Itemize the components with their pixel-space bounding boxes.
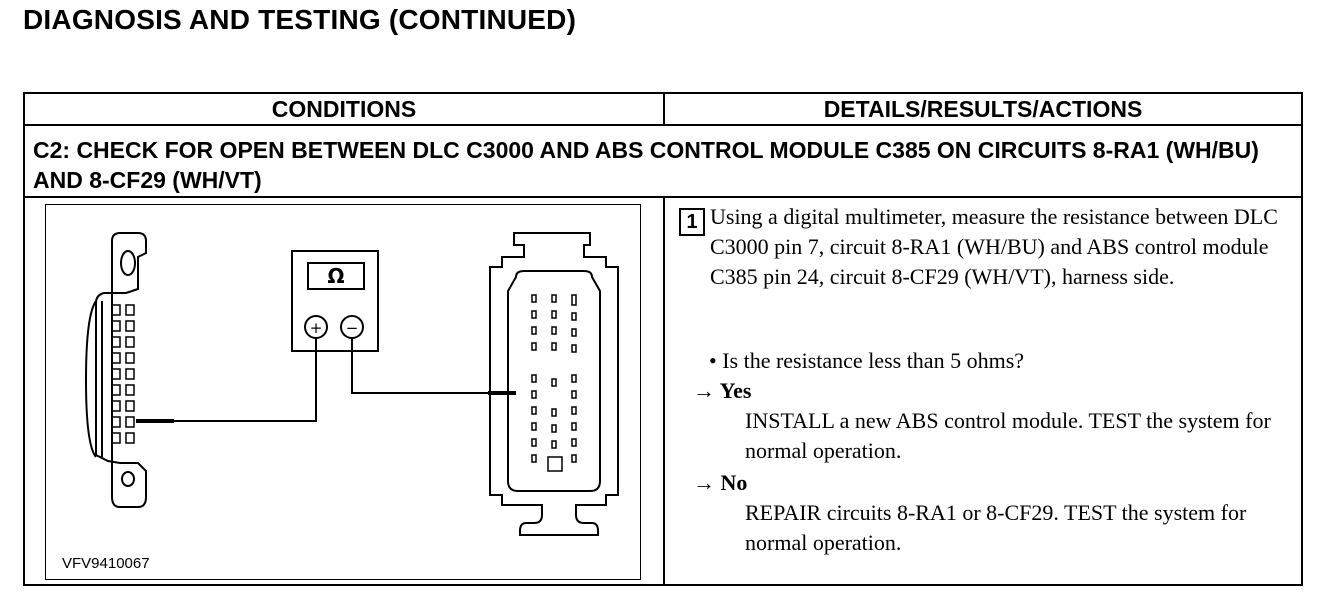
table-header-row: CONDITIONS DETAILS/RESULTS/ACTIONS [25,94,1301,126]
conditions-cell: Ω + − VFV9410067 [25,198,665,584]
dlc-connector-drawing [84,232,147,508]
diagnostic-table: CONDITIONS DETAILS/RESULTS/ACTIONS C2: C… [23,92,1303,586]
meter-plus-label: + [310,319,323,337]
meter-minus-label: − [346,319,359,337]
step-heading: C2: CHECK FOR OPEN BETWEEN DLC C3000 AND… [25,126,1301,198]
dlc-pins [111,304,135,444]
details-cell: 1 Using a digital multimeter, measure th… [665,198,1301,584]
answer-no-action: REPAIR circuits 8-RA1 or 8-CF29. TEST th… [745,500,1247,555]
page-title: DIAGNOSIS AND TESTING (CONTINUED) [23,4,577,35]
step-number-badge: 1 [679,208,705,236]
probe-leads [136,338,516,423]
wiring-illustration: Ω + − VFV9410067 [45,204,641,580]
figure-id: VFV9410067 [62,555,150,572]
abs-connector-drawing [489,232,619,536]
answer-no-label: → No [693,470,748,495]
abs-pins [531,294,577,472]
header-details: DETAILS/RESULTS/ACTIONS [823,96,1143,122]
header-conditions: CONDITIONS [25,94,665,124]
answer-yes-action: INSTALL a new ABS control module. TEST t… [745,408,1271,463]
answer-yes-label: → Yes [693,378,752,403]
step-question: • Is the resistance less than 5 ohms? [709,348,1025,373]
meter-ohm-symbol: Ω [327,264,344,288]
step-instruction: Using a digital multimeter, measure the … [710,204,1278,289]
